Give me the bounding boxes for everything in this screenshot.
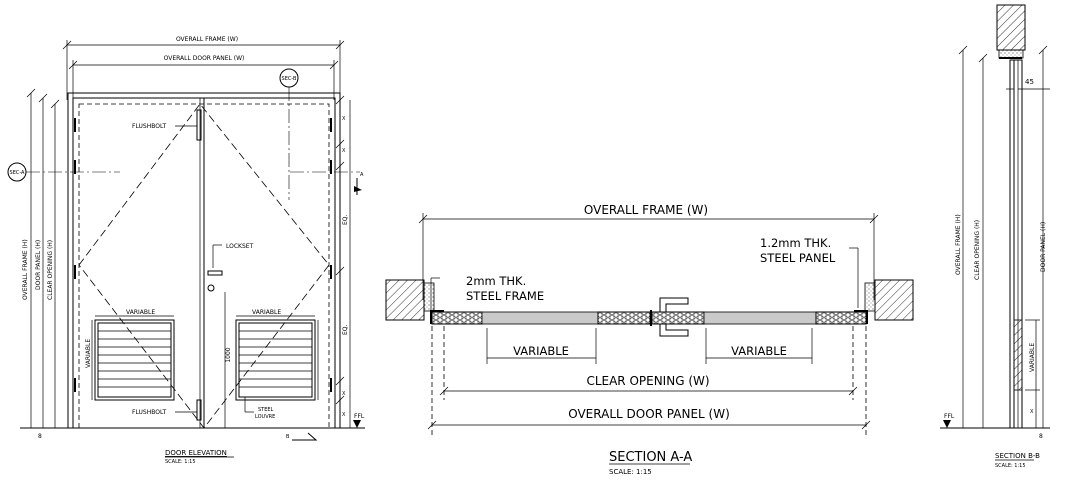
louvre-right [235, 319, 316, 401]
bb-x: X [1030, 409, 1034, 415]
door-elevation: OVERALL FRAME (W) OVERALL DOOR PANEL (W) [7, 36, 365, 465]
dim-1000: 1000 [225, 347, 232, 362]
variable-right: VARIABLE [731, 344, 787, 358]
variable-left: VARIABLE [513, 344, 569, 358]
bb-variable: VARIABLE [1029, 343, 1036, 372]
hinges-left [74, 118, 76, 392]
x-dim-1: X [342, 116, 346, 122]
ffl-label: FFL [354, 413, 365, 420]
sec-b-tag: SEC-B [282, 76, 297, 82]
x-dim-4: X [342, 412, 346, 418]
variable-right-label: VARIABLE [252, 309, 281, 316]
bb-door-panel-h: DOOR PANEL (H) [1040, 222, 1047, 272]
eq-bottom: EQ. [342, 324, 349, 335]
variable-side-label: VARIABLE [85, 339, 92, 368]
section-aa-title: SECTION A-A [609, 450, 692, 465]
frame-note-2: STEEL FRAME [466, 289, 544, 303]
bb-clear-opening-h: CLEAR OPENING (H) [974, 220, 981, 280]
section-bb-scale: SCALE: 1:15 [995, 463, 1026, 469]
lockset-label: LOCKSET [226, 243, 254, 250]
door-panel-h: DOOR PANEL (H) [35, 240, 42, 290]
dim-45: 45 [1025, 78, 1034, 86]
overall-door-panel-w: OVERALL DOOR PANEL (W) [568, 407, 730, 421]
bb-ffl: FFL [944, 413, 955, 420]
x-dim-3: X [342, 391, 346, 397]
overall-frame-w: OVERALL FRAME (W) [584, 203, 708, 217]
mark-a: A [360, 172, 364, 178]
overall-frame-h: OVERALL FRAME (H) [22, 239, 29, 300]
panel-note-1: 1.2mm THK. [760, 236, 831, 250]
panel-note-2: STEEL PANEL [760, 251, 836, 265]
frame-note-1: 2mm THK. [466, 274, 526, 288]
louvre-left [94, 319, 175, 401]
dim-overall-frame-w: OVERALL FRAME (W) [176, 36, 238, 43]
flushbolt-bottom-label: FLUSHBOLT [132, 409, 166, 416]
variable-left-label: VARIABLE [126, 309, 155, 316]
section-aa-scale: SCALE: 1:15 [609, 468, 652, 476]
dim-8-left: 8 [38, 433, 42, 440]
flushbolt-top-label: FLUSHBOLT [132, 123, 166, 130]
hinges-right [330, 118, 332, 392]
bb-dim-8: 8 [1039, 433, 1043, 440]
steel-louvre-label-1: STEEL [258, 407, 274, 413]
bb-overall-frame-h: OVERALL FRAME (H) [955, 214, 962, 275]
section-bb-title: SECTION B-B [995, 452, 1040, 460]
dim-overall-door-panel-w: OVERALL DOOR PANEL (W) [164, 55, 245, 62]
sec-a-tag: SEC-A [10, 170, 26, 176]
clear-opening-h: CLEAR OPENING (H) [47, 240, 54, 300]
x-dim-2: X [342, 148, 346, 154]
clear-opening-w: CLEAR OPENING (W) [586, 374, 709, 388]
eq-top: EQ. [342, 214, 349, 225]
elevation-title: DOOR ELEVATION [165, 449, 227, 457]
elevation-scale: SCALE: 1:15 [165, 459, 196, 465]
section-bb: VARIABLE X 45 OVERALL FRAME (H) CLEAR OP… [940, 4, 1050, 469]
mark-b: B [286, 434, 290, 440]
steel-louvre-label-2: LOUVRE [255, 414, 275, 420]
section-aa: OVERALL FRAME (W) 2mm THK. STEEL FRAME 1… [385, 203, 914, 476]
